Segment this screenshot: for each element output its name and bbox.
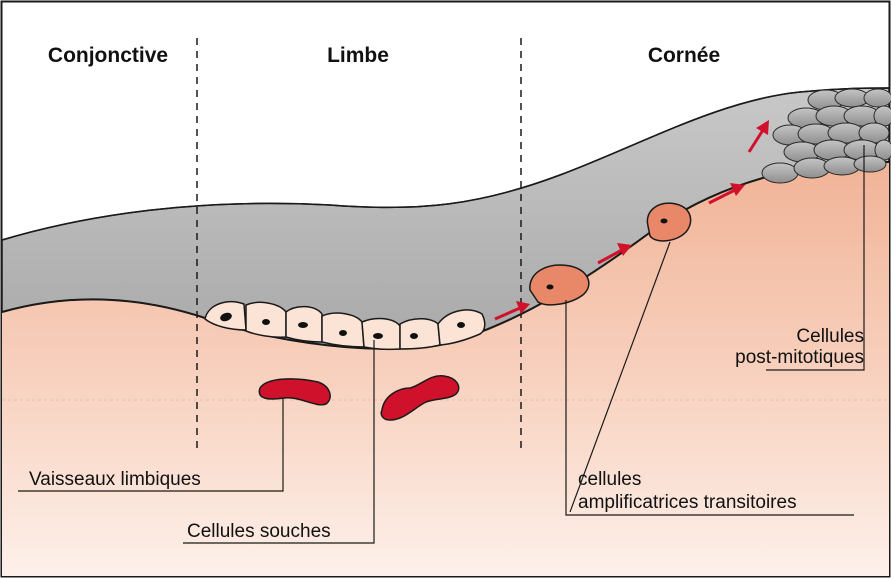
transit-cell-nucleus [547,285,554,290]
region-cornea: Cornée [648,44,720,67]
label-stem-cells: Cellules souches [187,521,331,542]
stem-cell [400,319,440,349]
label-transit-line1: cellules [578,469,641,490]
label-post-mitotic-line2: post-mitotiques [735,347,864,368]
label-post-mitotic-line1: Cellules [796,326,864,347]
label-limbal-vessels: Vaisseaux limbiques [29,469,201,490]
region-limbus: Limbe [327,44,389,67]
region-conjunctiva: Conjonctive [48,44,168,67]
label-transit-line2: amplificatrices transitoires [578,492,797,513]
transit-cell-nucleus [661,219,668,224]
